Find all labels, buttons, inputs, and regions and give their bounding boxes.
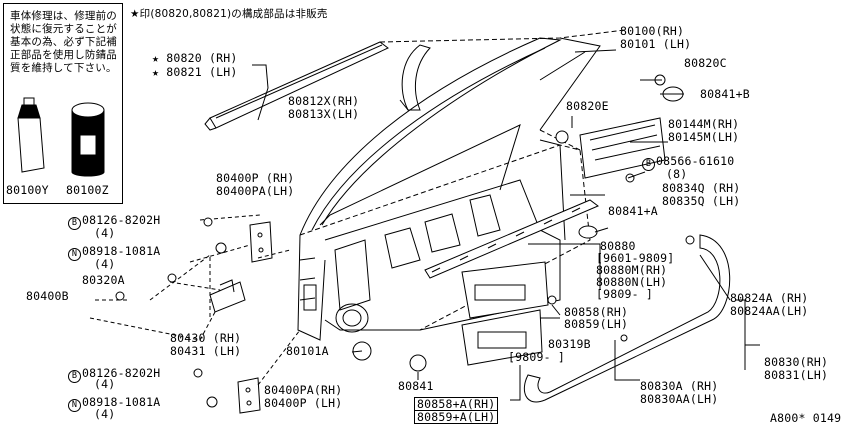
callout-80101a: 80101A xyxy=(286,344,329,358)
callout-80859: 80859(LH) xyxy=(564,317,629,331)
callout-80824a: 80824A (RH) xyxy=(730,291,809,305)
callout-80400pa-rh: 80400PA(RH) xyxy=(264,383,343,397)
check-link xyxy=(209,279,246,313)
upper-hinge xyxy=(249,221,273,263)
door-glass-run xyxy=(401,44,431,111)
door-weatherstrip xyxy=(523,234,731,403)
callout-80830a: 80830A (RH) xyxy=(640,379,719,393)
callout-80400b: 80400B xyxy=(26,289,69,303)
leader-dash-top xyxy=(379,29,626,43)
lower-hinge xyxy=(237,377,261,414)
callout-80319b: 80319B xyxy=(548,337,591,351)
callout-80880: 80880 xyxy=(600,239,636,253)
callout-80431: 80431 (LH) xyxy=(170,344,242,358)
lower-seal-strip xyxy=(424,199,599,279)
callout-80820c: 80820C xyxy=(684,56,727,70)
callout-80880n: 80880N(LH) xyxy=(596,275,668,289)
callout-80812x: 80812X(RH) xyxy=(288,94,360,108)
trim-garnish xyxy=(461,261,549,366)
callout-80841a: 80841+A xyxy=(608,204,658,218)
callout-80813x: 80813X(LH) xyxy=(288,107,360,121)
callout-80830aa: 80830AA(LH) xyxy=(640,392,719,406)
callout-80320a: 80320A xyxy=(82,273,125,287)
callout-80841: 80841 xyxy=(398,379,434,393)
nut-n-mark-lower: N xyxy=(68,399,81,412)
callout-80400p: 80400P (RH) xyxy=(216,171,295,185)
rustproof-spray-can-icon xyxy=(71,102,105,177)
callout-80145m: 80145M(LH) xyxy=(668,130,740,144)
can-part-label: 80100Z xyxy=(66,183,109,197)
callout-08126-lower-qty: (4) xyxy=(94,377,116,391)
bolt-b-mark: B xyxy=(642,158,655,171)
bolts xyxy=(115,74,695,408)
bolt-b-mark-upper: B xyxy=(68,217,81,230)
callout-80858: 80858(RH) xyxy=(564,305,629,319)
leader-lines xyxy=(252,49,760,401)
callout-80430: 80430 (RH) xyxy=(170,331,242,345)
callout-80831: 80831(LH) xyxy=(764,368,829,382)
figure-code: A800* 0149 xyxy=(770,411,842,425)
repair-note-box: 車体修理は、修理前の状態に復元することが基本の為、必ず下記補正部品を使用し防錆品… xyxy=(3,3,123,204)
hinge-leaders xyxy=(89,214,301,386)
callout-80101: 80101 (LH) xyxy=(620,37,692,51)
callout-80400p-lh: 80400P (LH) xyxy=(264,396,343,410)
tube-part-label: 80100Y xyxy=(6,183,49,197)
door-shell xyxy=(297,37,601,341)
callout-80400pa: 80400PA(LH) xyxy=(216,184,295,198)
callout-08126-upper-qty: (4) xyxy=(94,226,116,240)
repair-note-text: 車体修理は、修理前の状態に復元することが基本の為、必ず下記補正部品を使用し防錆品… xyxy=(10,10,117,74)
callout-9809-b: [9809- ] xyxy=(508,350,565,364)
callout-80824aa: 80824AA(LH) xyxy=(730,304,809,318)
callout-9601-9809: [9601-9809] xyxy=(596,251,675,265)
callout-08918-upper-qty: (4) xyxy=(94,257,116,271)
outer-moulding-strip xyxy=(204,41,389,131)
callout-08566-qty: (8) xyxy=(666,167,688,181)
nut-n-mark-upper: N xyxy=(68,248,81,261)
callout-80858a: 80858+A(RH) xyxy=(414,397,499,411)
callout-80820: ★ 80820 (RH) xyxy=(152,51,238,65)
callout-80830: 80830(RH) xyxy=(764,355,829,369)
callout-80834q: 80834Q (RH) xyxy=(662,181,741,195)
non-sale-note: ★印(80820,80821)の構成部品は非販売 xyxy=(130,8,328,20)
callout-80820e: 80820E xyxy=(566,99,609,113)
callout-9809-a: [9809- ] xyxy=(596,287,653,301)
callout-80821: ★ 80821 (LH) xyxy=(152,65,238,79)
callout-80841b: 80841+B xyxy=(700,87,750,101)
callout-80144m: 80144M(RH) xyxy=(668,117,740,131)
callout-80835q: 80835Q (LH) xyxy=(662,194,741,208)
callout-08918-lower-qty: (4) xyxy=(94,407,116,421)
callout-80100: 80100(RH) xyxy=(620,24,685,38)
sealer-tube-icon xyxy=(17,97,45,173)
callout-80880m: 80880M(RH) xyxy=(596,263,668,277)
callout-80859a: 80859+A(LH) xyxy=(414,410,499,424)
bolt-b-mark-lower: B xyxy=(68,370,81,383)
